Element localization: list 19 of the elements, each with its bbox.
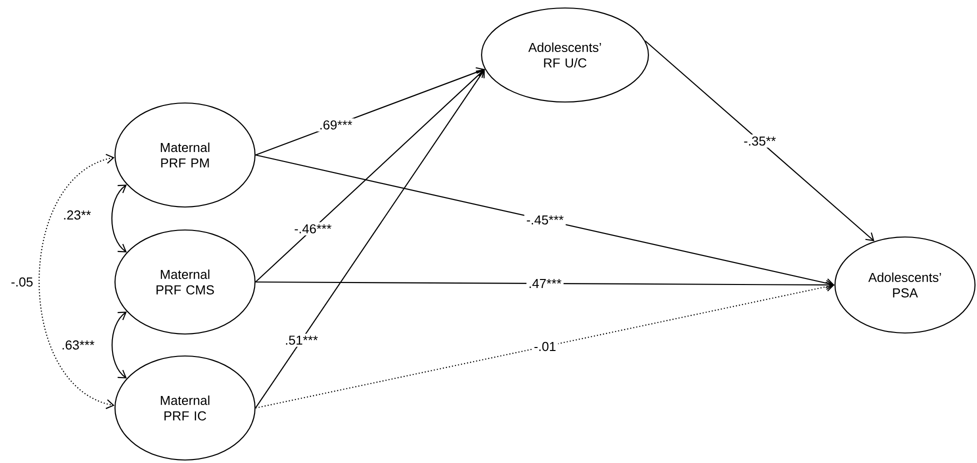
path-arrow: [256, 280, 834, 290]
path-coefficient: .63***: [59, 338, 97, 352]
path-coefficient: -.46***: [292, 222, 334, 236]
path-arrow: [255, 154, 834, 288]
path-coefficient: -.05: [8, 275, 36, 289]
path-arrow: [111, 184, 127, 252]
path-arrow: [38, 154, 115, 410]
path-arrow: [644, 40, 874, 242]
path-coefficient: .51***: [282, 334, 320, 347]
path-coefficient: .23**: [60, 208, 94, 222]
path-arrow: [255, 69, 485, 408]
path-arrow: [255, 282, 834, 409]
path-arrow: [255, 69, 485, 282]
path-coefficient: -.45***: [524, 213, 566, 226]
path-coefficient: .69***: [317, 118, 354, 132]
path-arrow: [112, 312, 127, 378]
path-coefficient: -.35**: [742, 134, 778, 148]
path-coefficient: -.01: [532, 340, 558, 354]
path-coefficient: .47***: [526, 277, 564, 290]
